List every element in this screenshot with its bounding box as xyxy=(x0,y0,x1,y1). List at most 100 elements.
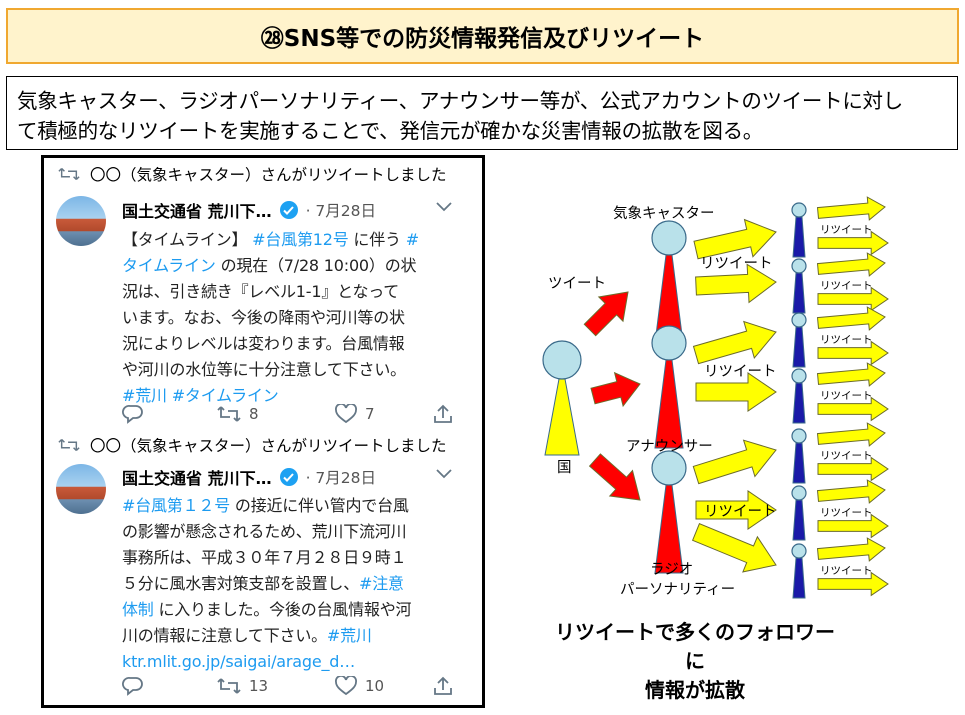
follower-arrow-6a xyxy=(816,479,886,504)
label-retweet-2: リツイート xyxy=(704,364,777,380)
share-icon xyxy=(434,676,452,695)
chevron-down-icon[interactable] xyxy=(436,202,452,212)
follower-retweet-label-5: リツイート xyxy=(820,450,873,462)
hashtag-link[interactable]: 体制 xyxy=(122,600,154,619)
label-weather-caster: 気象キャスター xyxy=(613,206,715,222)
hashtag-link[interactable]: #荒川 #タイムライン xyxy=(122,386,279,405)
tweet-date[interactable]: · 7月28日 xyxy=(305,202,377,220)
tweet-arrow-mid xyxy=(590,371,641,408)
label-radio-line2: パーソナリティー xyxy=(620,582,736,598)
tweet-arrow-up xyxy=(583,291,629,337)
tweet-body-line: の影響が懸念されるため、荒川下流河川 xyxy=(122,519,467,545)
follower-arrow-7a xyxy=(816,537,886,562)
label-retweet-1: リツイート xyxy=(700,256,773,272)
retweet-icon xyxy=(217,406,241,422)
follower-figure-5-body xyxy=(792,442,806,484)
follower-arrow-1b xyxy=(817,230,889,256)
follower-figure-1-body xyxy=(792,216,806,258)
tweet-text: に入りました。今後の台風情報や河 xyxy=(153,600,412,619)
announcer-figure-head xyxy=(651,325,687,361)
retweet-icon xyxy=(217,678,241,694)
tweet-text: の影響が懸念されるため、荒川下流河川 xyxy=(122,522,407,541)
tweet-text: や河川の水位等に十分注意して下さい。 xyxy=(122,360,406,379)
follower-figure-2-head xyxy=(791,258,807,274)
like-count: 7 xyxy=(365,405,375,423)
avatar[interactable] xyxy=(56,196,106,246)
diagram-caption: リツイートで多くのフォロワーに 情報が拡散 xyxy=(555,618,835,705)
chevron-down-icon[interactable] xyxy=(436,469,452,479)
follower-figure-4-body xyxy=(792,382,806,424)
summary-line-1: 気象キャスター、ラジオパーソナリティー、アナウンサー等が、公式アカウントのツイー… xyxy=(17,89,903,113)
country-figure-body xyxy=(544,378,580,456)
retweet-button[interactable]: 8 xyxy=(217,405,335,423)
label-announcer: アナウンサー xyxy=(626,439,713,455)
caption-line-1: リツイートで多くのフォロワーに xyxy=(555,620,835,673)
author-name: 国土交通省 荒川下… xyxy=(122,202,272,221)
follower-figure-7-head xyxy=(791,543,807,559)
author-name: 国土交通省 荒川下… xyxy=(122,469,272,488)
follower-figure-1-head xyxy=(791,202,807,218)
follower-arrow-4b xyxy=(817,396,889,422)
follower-figure-4-head xyxy=(791,368,807,384)
tweet-text: います。なお、今後の降雨や河川等の状 xyxy=(122,308,405,327)
hashtag-link[interactable]: # xyxy=(405,230,419,249)
follower-figure-7-body xyxy=(792,557,806,599)
tweet-body-line: ktr.mlit.go.jp/saigai/arage_d… xyxy=(122,649,467,675)
reply-button[interactable] xyxy=(122,676,217,696)
reply-icon xyxy=(122,677,143,696)
tweet-text: 川の情報に注意して下さい。 xyxy=(122,626,327,645)
follower-arrow-3b xyxy=(817,340,889,366)
caption-line-2: 情報が拡散 xyxy=(645,678,745,702)
radio-figure-head xyxy=(651,450,687,486)
tweet-text: に伴う xyxy=(348,230,406,249)
verified-badge-icon xyxy=(279,468,298,486)
tweet-body-line: 【タイムライン】 #台風第12号 に伴う # xyxy=(122,227,467,253)
retweet-count: 13 xyxy=(249,677,269,695)
like-button[interactable]: 7 xyxy=(335,404,433,424)
share-button[interactable] xyxy=(433,676,461,696)
hashtag-link[interactable]: ktr.mlit.go.jp/saigai/arage_d… xyxy=(122,652,356,671)
tweet-actions: 8 7 xyxy=(122,404,462,424)
label-country: 国 xyxy=(557,460,572,476)
reply-icon xyxy=(122,405,143,424)
hashtag-link[interactable]: #注意 xyxy=(359,574,404,593)
retweet-count: 8 xyxy=(249,405,259,423)
country-figure-head xyxy=(542,340,582,380)
follower-figure-6-head xyxy=(791,485,807,501)
share-button[interactable] xyxy=(433,404,461,424)
tweet-text: 【タイムライン】 xyxy=(122,230,253,249)
avatar[interactable] xyxy=(56,464,106,514)
label-retweet-3: リツイート xyxy=(704,504,777,520)
label-tweet: ツイート xyxy=(548,276,606,292)
retweet-button[interactable]: 13 xyxy=(217,677,335,695)
follower-retweet-label-1: リツイート xyxy=(820,224,873,236)
tweet-text: 況によりレベルは変わります。台風情報 xyxy=(122,334,405,353)
label-radio-line1: ラジオ xyxy=(650,562,694,578)
retweet-diagram: 国 ツイート 気象キャスター アナウンサー ラジオ パーソナリティー リツイート… xyxy=(500,160,960,710)
tweet-text: の現在（7/28 10:00）の状 xyxy=(215,256,417,275)
hashtag-link[interactable]: タイムライン xyxy=(122,256,216,275)
like-button[interactable]: 10 xyxy=(335,676,433,696)
tweet-body-line: います。なお、今後の降雨や河川等の状 xyxy=(122,305,467,331)
tweet-body-line: 況は、引き続き『レベル1-1』となって xyxy=(122,279,467,305)
hashtag-link[interactable]: #台風第12号 xyxy=(252,230,349,249)
follower-arrow-6b xyxy=(817,513,889,539)
reply-button[interactable] xyxy=(122,404,217,424)
tweet-date[interactable]: · 7月28日 xyxy=(305,469,377,487)
hashtag-link[interactable]: #荒川 xyxy=(326,626,372,645)
tweet-author[interactable]: 国土交通省 荒川下… · 7月28日 xyxy=(122,198,376,222)
weather-caster-figure-head xyxy=(651,220,687,256)
tweet-body-line: ５分に風水害対策支部を設置し、#注意 xyxy=(122,571,467,597)
tweet-body-line: 況によりレベルは変わります。台風情報 xyxy=(122,331,467,357)
heart-icon xyxy=(335,676,357,696)
tweet-body: #台風第１２号 の接近に伴い管内で台風の影響が懸念されるため、荒川下流河川事務所… xyxy=(122,493,467,675)
tweet-body-line: タイムライン の現在（7/28 10:00）の状 xyxy=(122,253,467,279)
retweet-arrow-5 xyxy=(692,439,777,485)
follower-arrow-1a xyxy=(816,196,886,221)
follower-figure-3-body xyxy=(792,326,806,368)
tweet-body-line: #荒川 #タイムライン xyxy=(122,383,467,409)
hashtag-link[interactable]: #台風第１２号 xyxy=(122,496,231,515)
tweet-arrow-down xyxy=(588,453,641,501)
follower-arrow-2a xyxy=(816,252,886,277)
tweet-author[interactable]: 国土交通省 荒川下… · 7月28日 xyxy=(122,465,376,489)
